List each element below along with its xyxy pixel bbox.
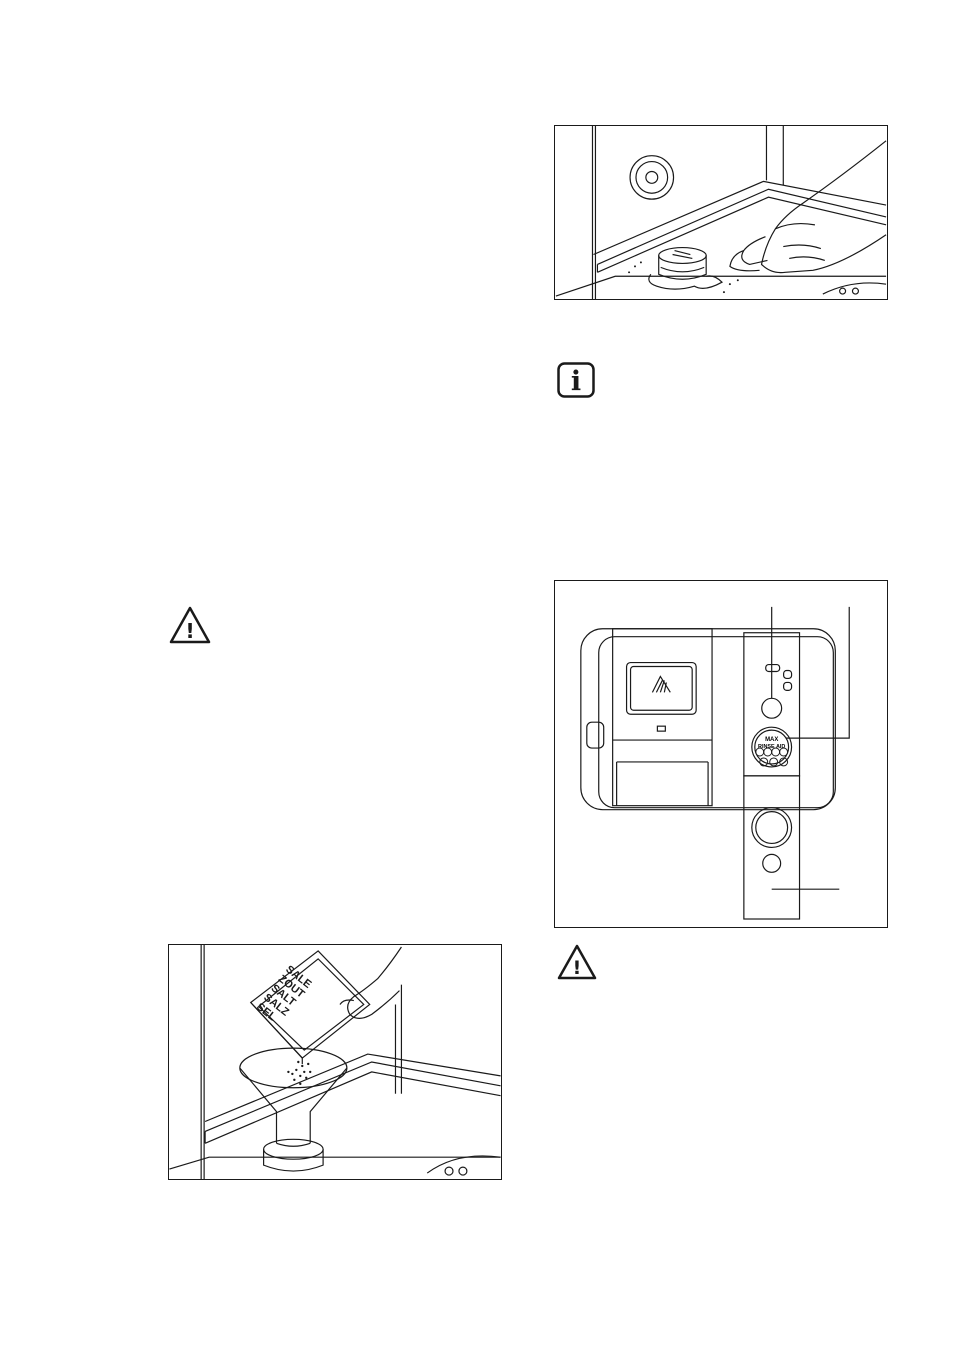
- info-glyph: i: [571, 366, 581, 397]
- warning-glyph: !: [573, 957, 582, 979]
- dispenser-illustration: MAX RINSE AID: [554, 580, 888, 928]
- warning-icon: !: [169, 606, 211, 644]
- rinse-aid-dispenser-icon: MAX RINSE AID: [555, 581, 887, 927]
- rinse-aid-label: RINSE AID: [758, 744, 785, 750]
- salt-pouring-funnel-icon: SALE ZOUT SALT SALZ SEL: [169, 945, 501, 1179]
- hand-wiping-salt-container-icon: [555, 126, 887, 299]
- salt-pour-illustration: SALE ZOUT SALT SALZ SEL: [168, 944, 502, 1180]
- warning-glyph: !: [185, 619, 194, 643]
- max-label: MAX: [765, 737, 778, 743]
- info-icon: i: [557, 362, 595, 398]
- warning-icon: !: [557, 944, 597, 980]
- filter-wipe-illustration: [554, 125, 888, 300]
